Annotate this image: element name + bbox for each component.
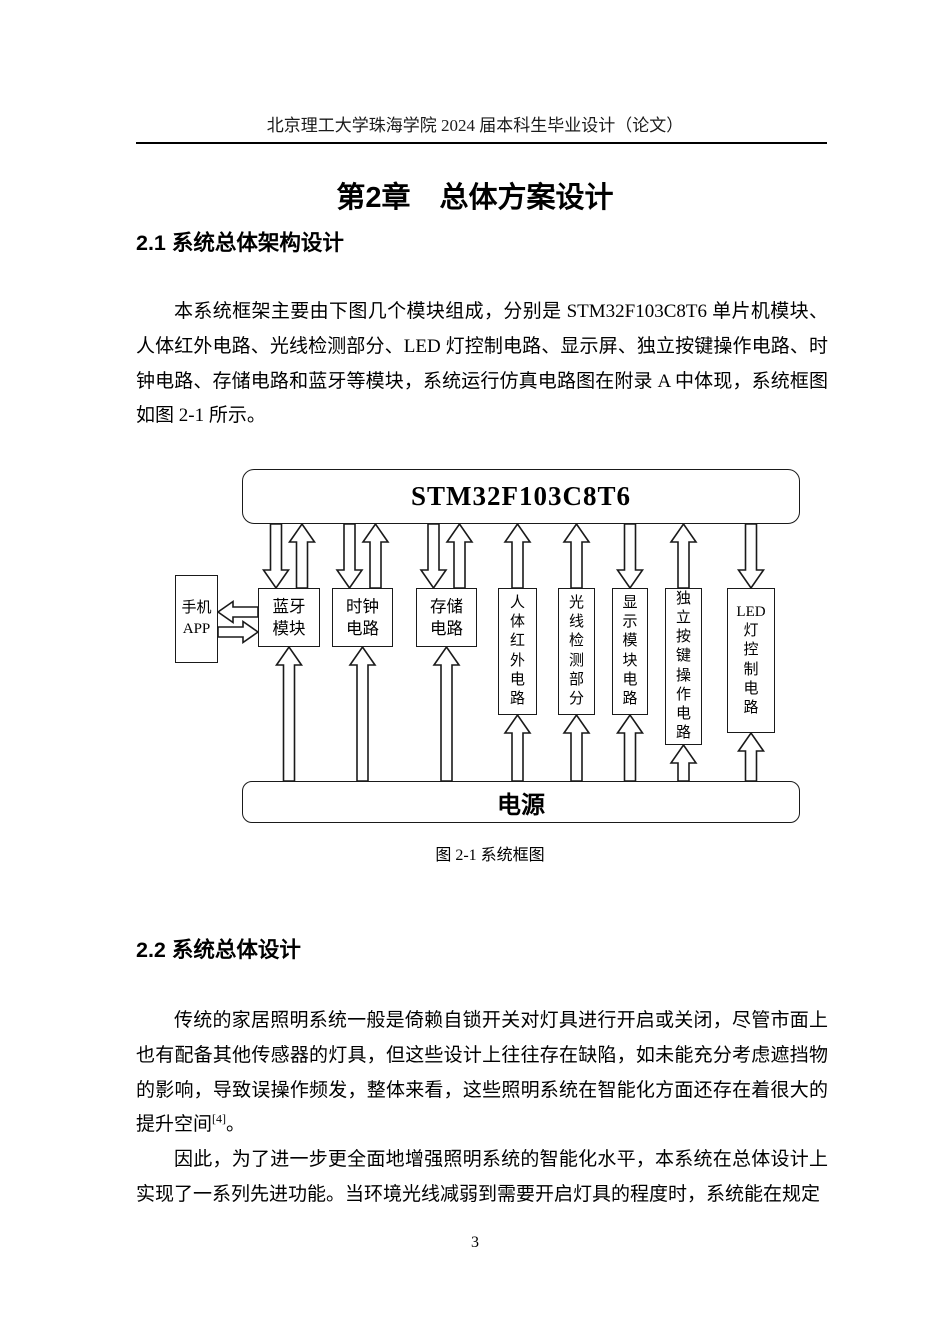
module-box-bluetooth: 蓝牙模块 [258,588,320,647]
box-label-line: 路 [622,690,638,707]
block-arrow [615,713,645,782]
chapter-title: 第2章 总体方案设计 [336,182,614,214]
box-label-line: 存储 [430,596,463,616]
box-label-line: 路 [675,725,691,742]
box-label-line: 光 [568,594,584,611]
box-label-line: 电 [675,705,691,722]
box-label-line: 显 [622,594,638,611]
paragraph-traditional-lighting: 传统的家居照明系统一般是倚赖自锁开关对灯具进行开启或关闭，尽管市面上也有配备其他… [136,1004,828,1143]
box-label-line: 路 [743,699,759,716]
block-arrow [615,523,645,590]
header-rule [136,142,827,144]
block-arrow [736,523,766,590]
module-box-light-detect: 光线检测部分 [558,588,595,715]
paragraph-text: 本系统框架主要由下图几个模块组成，分别是 STM32F103C8T6 单片机模块… [136,301,828,427]
box-label-line: 控 [743,642,759,659]
page-number: 3 [471,1234,479,1251]
block-arrow [274,645,304,782]
module-box-storage: 存储电路 [416,588,477,647]
block-arrow [669,743,698,782]
box-label-line: 立 [675,609,691,626]
box-label-line: 电路 [346,618,379,638]
module-box-infrared: 人体红外电路 [498,588,537,715]
box-label-line: 制 [743,661,759,678]
box-label-line: 外 [509,652,525,669]
module-box-led-control: LED 灯控制电路 [727,588,775,733]
diagram-arrows-layer [216,522,766,782]
block-arrow [361,522,390,589]
box-label-line: 作 [675,686,691,703]
block-arrow [562,713,591,782]
paragraph-text: 传统的家居照明系统一般是倚赖自锁开关对灯具进行开启或关闭，尽管市面上也有配备其他… [136,1010,828,1136]
block-arrow [736,731,766,782]
block-arrow [562,522,591,589]
block-arrow [445,522,474,589]
box-label-line: 按 [675,629,691,646]
box-label-line: 电 [509,671,525,688]
power-box: 电源 [242,781,800,823]
box-label-line: 线 [568,614,584,631]
box-label-line: 模块 [272,618,306,638]
module-box-display: 显示模块电路 [612,588,648,715]
block-arrow [419,523,448,590]
box-label-line: 独 [675,590,691,607]
box-label-line: 键 [675,648,691,665]
block-arrow [503,522,532,589]
box-label-line: 电路 [430,618,463,638]
box-label-line: 路 [509,690,525,707]
block-arrow [669,522,698,589]
block-arrow [261,523,291,590]
citation-ref-4: [4] [212,1112,227,1127]
phone-app-box: 手机 APP [175,575,218,663]
block-arrow [217,619,260,645]
block-arrow [432,645,461,782]
block-arrow [216,599,259,625]
module-box-clock: 时钟电路 [332,588,393,647]
box-label-line: 人 [509,594,525,611]
box-label-line: 体 [509,614,525,631]
box-label-line: 蓝牙 [272,596,306,616]
box-label-line: 模 [622,633,638,650]
section-2-2-body: 传统的家居照明系统一般是倚赖自锁开关对灯具进行开启或关闭，尽管市面上也有配备其他… [136,1004,828,1213]
box-label-line: 块 [622,652,638,669]
mcu-box: STM32F103C8T6 [242,469,800,524]
paragraph-therefore: 因此，为了进一步更全面地增强照明系统的智能化水平，本系统在总体设计上实现了一系列… [136,1149,828,1205]
box-label-line: 检 [568,633,584,650]
box-label-line: 电 [622,671,638,688]
box-label-line: 示 [622,614,638,631]
box-label-line: APP [182,621,211,637]
box-label-line: 测 [568,652,584,669]
section-heading-2-2: 2.2 系统总体设计 [136,938,301,962]
block-arrow [348,645,377,782]
box-label-line: 红 [509,633,525,650]
box-label-line: 手机 [181,600,212,616]
page-header-text: 北京理工大学珠海学院 2024 届本科生毕业设计（论文） [266,116,684,135]
block-arrow [287,522,317,589]
module-box-keys: 独立按键操作电路 [665,588,702,745]
box-label-line: 时钟 [346,596,379,616]
figure-caption: 图 2-1 系统框图 [435,847,545,864]
box-label-line: 电 [743,680,759,697]
sentence-end: 。 [226,1114,246,1136]
block-arrow [335,523,364,590]
block-arrow [503,713,532,782]
box-label-line: 操 [675,667,691,684]
section-heading-2-1: 2.1 系统总体架构设计 [136,231,344,255]
paragraph-system-overview: 本系统框架主要由下图几个模块组成，分别是 STM32F103C8T6 单片机模块… [136,295,828,434]
box-label-line: LED [736,603,766,620]
box-label-line: 部 [568,671,584,688]
box-label-line: 分 [568,690,584,707]
box-label-line: 灯 [743,623,759,640]
